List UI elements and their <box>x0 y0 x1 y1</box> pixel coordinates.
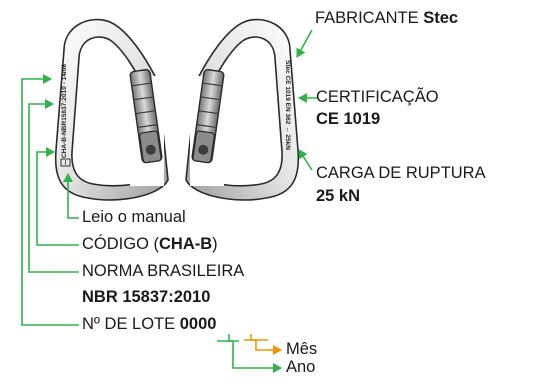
fabricante-arrow <box>296 29 313 58</box>
codigo-arrow <box>36 147 79 246</box>
norma-arrow <box>28 99 79 273</box>
carga-arrow <box>298 149 313 171</box>
carga-title: CARGA DE RUPTURA <box>316 164 486 182</box>
norma-label: NORMA BRASILEIRA NBR 15837:2010 <box>82 262 244 307</box>
certificacao-label: CERTIFICAÇÃO CE 1019 <box>316 88 439 129</box>
norma-title: NORMA BRASILEIRA <box>82 262 245 280</box>
manual-text: Leio o manual <box>82 208 186 226</box>
fabricante-text: FABRICANTE <box>315 9 424 27</box>
ano-arrow <box>228 334 282 373</box>
fabricante-brand: Stec <box>423 9 459 27</box>
lote-arrow <box>21 74 79 326</box>
mes-label: Mês <box>286 340 317 359</box>
lote-label: Nº DE LOTE 0000 <box>82 315 216 334</box>
left-carabiner: CHA-B-NBR15837:2010 - 14/08 <box>54 18 169 201</box>
certificacao-title: CERTIFICAÇÃO <box>316 88 439 106</box>
carga-value: 25 kN <box>316 187 361 205</box>
lote-text: Nº DE LOTE <box>82 315 180 333</box>
left-carabiner-engraving: CHA-B-NBR15837:2010 - 14/08 <box>61 64 68 158</box>
carga-label: CARGA DE RUPTURA 25 kN <box>316 164 486 206</box>
certificacao-value: CE 1019 <box>316 110 381 128</box>
ano-text: Ano <box>286 358 316 376</box>
codigo-prefix: CÓDIGO ( <box>82 235 159 253</box>
left-gate-sleeve <box>129 69 163 164</box>
right-carabiner: Stec CE 1019 EN 362 ↔ 25kN <box>185 18 300 201</box>
mes-text: Mês <box>286 340 318 358</box>
mes-arrow <box>250 334 282 355</box>
norma-value: NBR 15837:2010 <box>82 288 211 306</box>
codigo-value: CHA-B <box>159 235 213 253</box>
ano-label: Ano <box>286 358 315 377</box>
right-gate-sleeve <box>191 69 225 164</box>
codigo-suffix: ) <box>212 235 218 253</box>
read-manual-icon <box>60 158 71 167</box>
right-carabiner-engraving: Stec CE 1019 EN 362 ↔ 25kN <box>284 60 291 150</box>
codigo-label: CÓDIGO (CHA-B) <box>82 235 218 254</box>
fabricante-label: FABRICANTE Stec <box>315 9 458 28</box>
manual-arrow <box>63 173 79 219</box>
lote-value: 0000 <box>179 315 217 333</box>
manual-label: Leio o manual <box>82 208 186 227</box>
